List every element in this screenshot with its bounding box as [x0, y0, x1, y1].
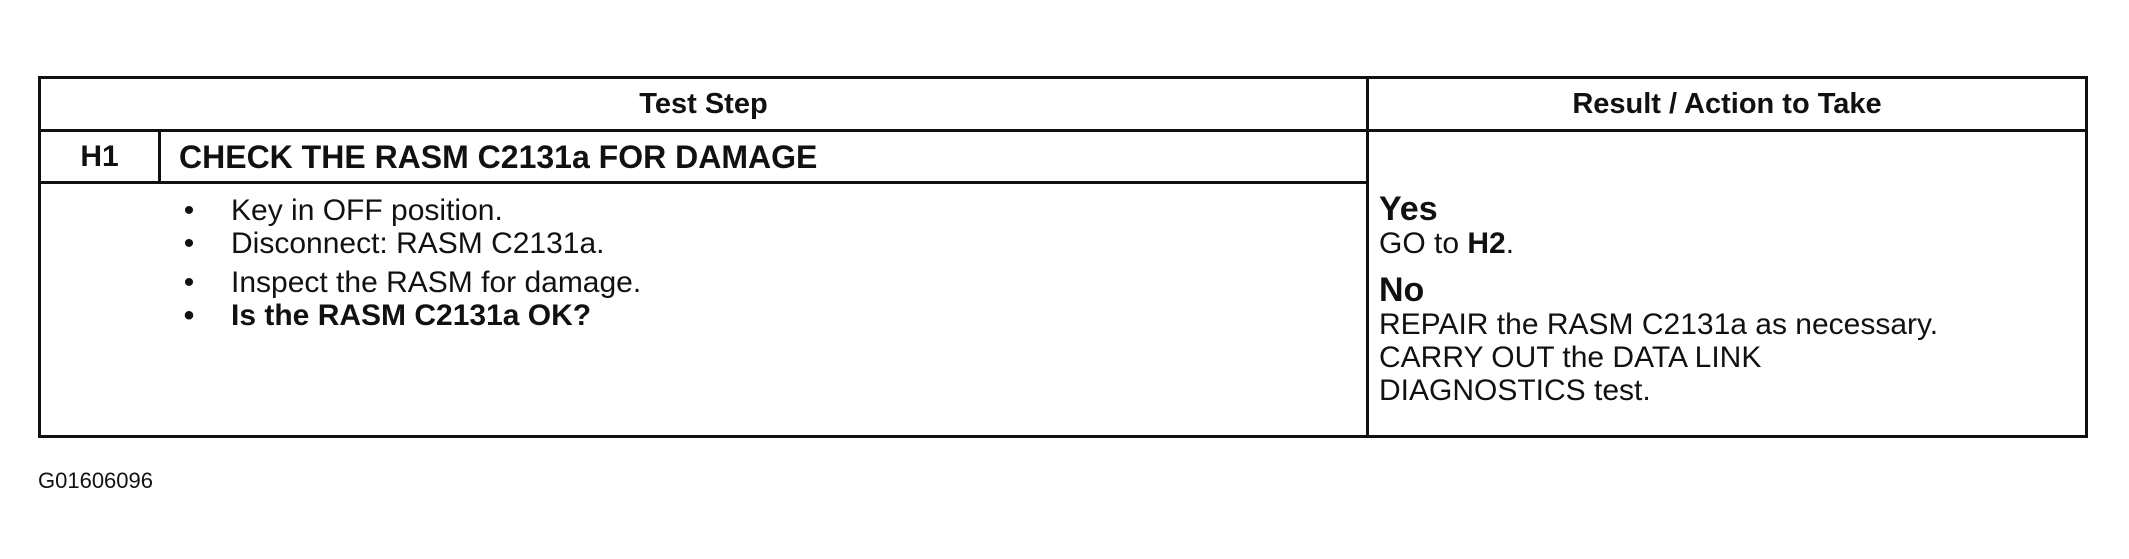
bullet-icon: • [183, 194, 195, 227]
instruction-question: •Is the RASM C2131a OK? [179, 299, 641, 332]
header-divider [41, 129, 2085, 132]
result-no-line: CARRY OUT the DATA LINK [1379, 341, 1762, 374]
instruction-item: •Inspect the RASM for damage. [179, 266, 641, 299]
bullet-icon: • [183, 227, 195, 260]
step-instructions: •Key in OFF position. •Disconnect: RASM … [179, 194, 641, 332]
step-title: CHECK THE RASM C2131a FOR DAMAGE [179, 139, 818, 175]
bullet-icon: • [183, 299, 195, 332]
figure-id: G01606096 [38, 468, 153, 493]
results-panel: Yes GO to H2. No REPAIR the RASM C2131a … [1379, 191, 2079, 407]
column-divider [1366, 79, 1369, 435]
result-no: No REPAIR the RASM C2131a as necessary. … [1379, 272, 2079, 407]
result-yes: Yes GO to H2. [1379, 191, 2079, 260]
step-id-divider [158, 132, 161, 183]
header-test-step: Test Step [639, 88, 768, 120]
step-reference: H2 [1467, 227, 1506, 260]
result-no-line: REPAIR the RASM C2131a as necessary. [1379, 308, 1939, 341]
step-title-divider [41, 181, 1366, 184]
instruction-item: •Disconnect: RASM C2131a. [179, 227, 641, 260]
header-result-action: Result / Action to Take [1572, 88, 1882, 120]
result-no-line: DIAGNOSTICS test. [1379, 374, 1651, 407]
result-yes-action: GO to H2. [1379, 227, 1515, 260]
diagnostic-table: Test Step Result / Action to Take H1 CHE… [38, 76, 2088, 438]
result-yes-label: Yes [1379, 190, 1438, 228]
instruction-item: •Key in OFF position. [179, 194, 641, 227]
step-id: H1 [80, 140, 119, 173]
bullet-icon: • [183, 266, 195, 299]
result-no-label: No [1379, 271, 1425, 309]
